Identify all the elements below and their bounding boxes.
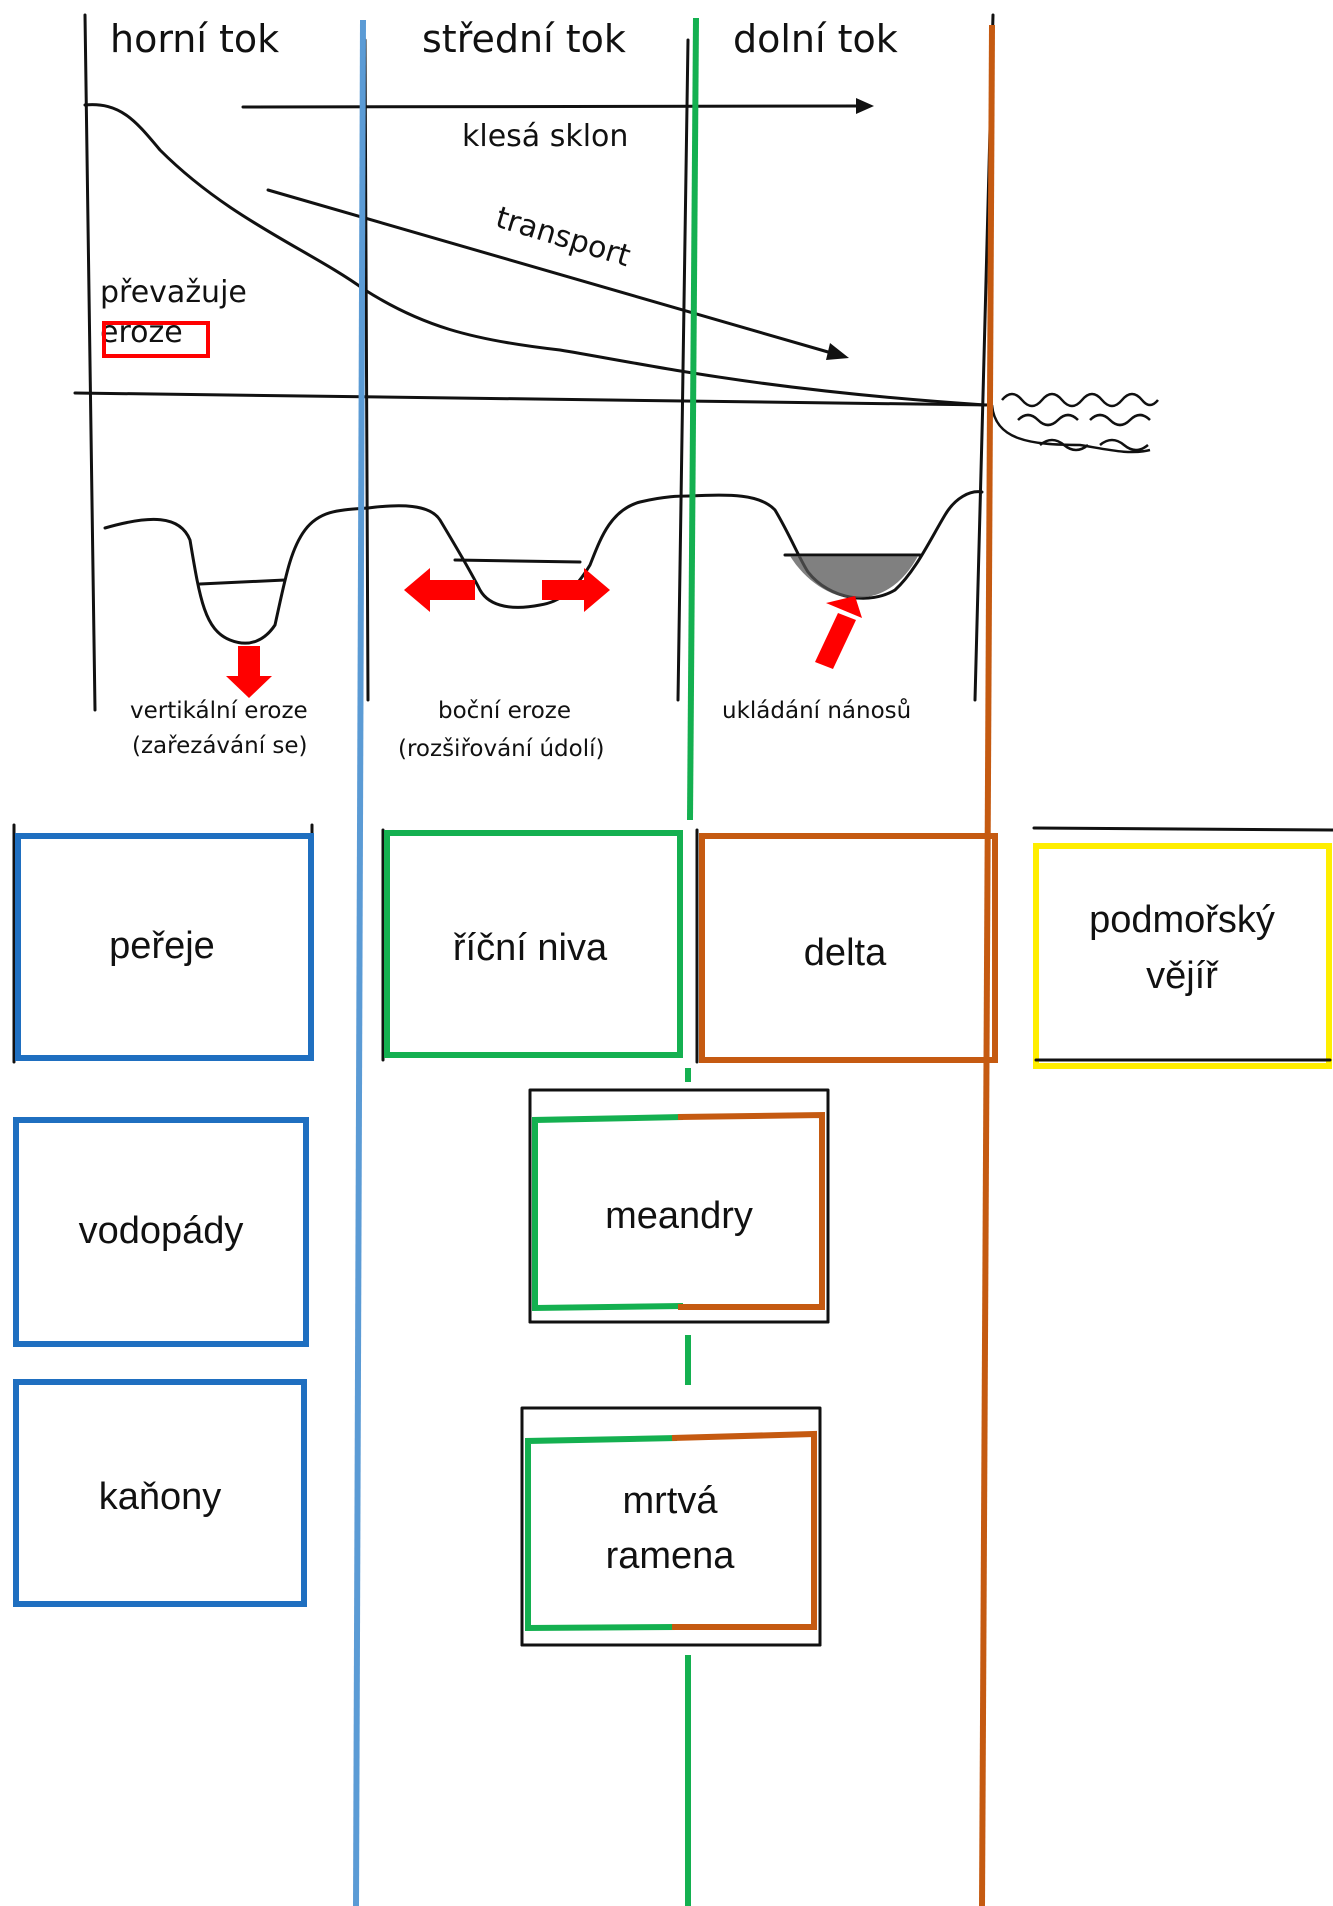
slope-arrow xyxy=(241,98,874,114)
card-ricni-niva: říční niva xyxy=(381,828,683,1062)
divider-left xyxy=(83,13,97,712)
cross-section-lower xyxy=(688,490,984,600)
zone-line-green-solid xyxy=(687,17,699,821)
card-podmorsky-vejir-label-2: vějíř xyxy=(1146,955,1219,997)
caption-lateral-erosion-sub: (rozšiřování údolí) xyxy=(398,736,604,762)
card-pereje: peřeje xyxy=(12,823,314,1064)
header-upper-course: horní tok xyxy=(110,17,279,61)
erosion-highlight-box xyxy=(102,321,210,358)
arrow-right-icon xyxy=(542,568,610,612)
card-podmorsky-vejir-label-1: podmořský xyxy=(1089,899,1275,941)
card-pereje-label: peřeje xyxy=(109,925,215,967)
erosion-label-line1: převažuje xyxy=(100,275,247,310)
card-kanony-label: kaňony xyxy=(99,1476,222,1518)
card-kanony: kaňony xyxy=(13,1379,307,1607)
arrow-left-icon xyxy=(404,568,475,612)
arrow-up-icon xyxy=(815,596,862,669)
card-vodopady-label: vodopády xyxy=(79,1210,244,1252)
longitudinal-profile-curve xyxy=(83,103,987,407)
card-mrtva-ramena-label-2: ramena xyxy=(606,1535,736,1577)
caption-lateral-erosion: boční eroze xyxy=(438,698,571,724)
arrow-down-icon xyxy=(226,646,272,698)
card-vodopady: vodopády xyxy=(13,1117,309,1347)
sea-waves-icon xyxy=(990,392,1159,454)
caption-vertical-erosion-sub: (zařezávání se) xyxy=(132,733,308,759)
erosion-label-line2: eroze xyxy=(100,315,183,350)
slope-label: klesá sklon xyxy=(462,119,628,154)
caption-vertical-erosion: vertikální eroze xyxy=(130,698,308,724)
zone-line-blue xyxy=(353,19,366,1906)
sea-level-line xyxy=(73,391,992,407)
zone-line-orange xyxy=(979,24,995,1906)
transport-label: transport xyxy=(492,200,635,274)
header-middle-course: střední tok xyxy=(422,17,626,61)
card-podmorsky-vejir: podmořský vějíř xyxy=(1032,826,1333,1069)
header-lower-course: dolní tok xyxy=(733,17,898,61)
cross-section-middle xyxy=(366,494,692,609)
card-ricni-niva-label: říční niva xyxy=(453,927,608,969)
card-meandry: meandry xyxy=(528,1088,830,1324)
transport-arrow xyxy=(266,188,849,360)
card-meandry-label: meandry xyxy=(605,1195,753,1237)
card-mrtva-ramena: mrtvá ramena xyxy=(520,1406,822,1647)
cross-section-upper xyxy=(103,506,370,645)
sediment-fill xyxy=(790,556,918,598)
card-mrtva-ramena-label-1: mrtvá xyxy=(623,1480,719,1522)
caption-deposition: ukládání nánosů xyxy=(722,697,911,724)
card-delta: delta xyxy=(695,828,998,1064)
card-delta-label: delta xyxy=(804,932,887,974)
